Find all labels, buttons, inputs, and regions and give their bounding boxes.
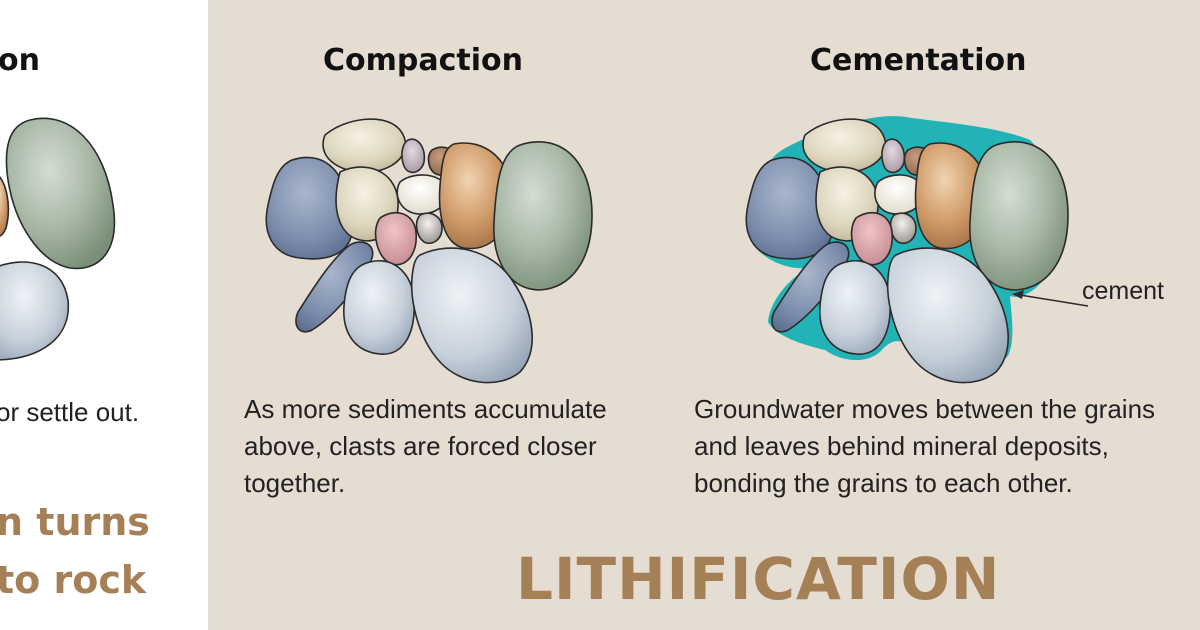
grain-green [493,141,593,291]
grain-elongate-blue [295,241,374,333]
lithification-title: LITHIFICATION [516,545,1001,613]
summary-line-2: to rock [0,558,147,602]
grain-green-left [5,117,116,270]
grain-bluegrey-small [819,260,891,355]
grain-cream [322,118,407,174]
cementation-heading: Cementation [810,43,1027,78]
grain-mauve [401,138,426,174]
grain-mauve [881,138,906,174]
grain-pink [850,211,893,266]
cement-label: cement [1082,277,1164,305]
cementation-description: Groundwater moves between the grains and… [694,394,1156,498]
compaction-heading: Compaction [323,43,523,78]
deposition-description: or settle out. [0,397,140,427]
deposition-heading: on [0,43,40,78]
grain-brown-left [0,176,10,237]
grain-bluegrey-left [0,261,70,361]
grain-pink [374,211,417,266]
grain-green [969,141,1069,291]
grain-bluegrey-large [410,247,533,384]
cementation-grains [745,118,1069,384]
grain-bluegrey-large [886,247,1009,384]
grain-small-grey [889,212,917,244]
compaction-description: As more sediments accumulate above, clas… [244,394,607,498]
grain-small-grey [415,212,443,244]
summary-line-1: n turns [0,500,150,544]
cement-pointer-arrow [1012,290,1089,307]
deposition-grains [0,117,116,361]
grain-cream [802,118,887,174]
grain-bluegrey-small [343,260,415,355]
grain-elongate-blue [771,241,850,333]
compaction-grains [265,118,593,384]
